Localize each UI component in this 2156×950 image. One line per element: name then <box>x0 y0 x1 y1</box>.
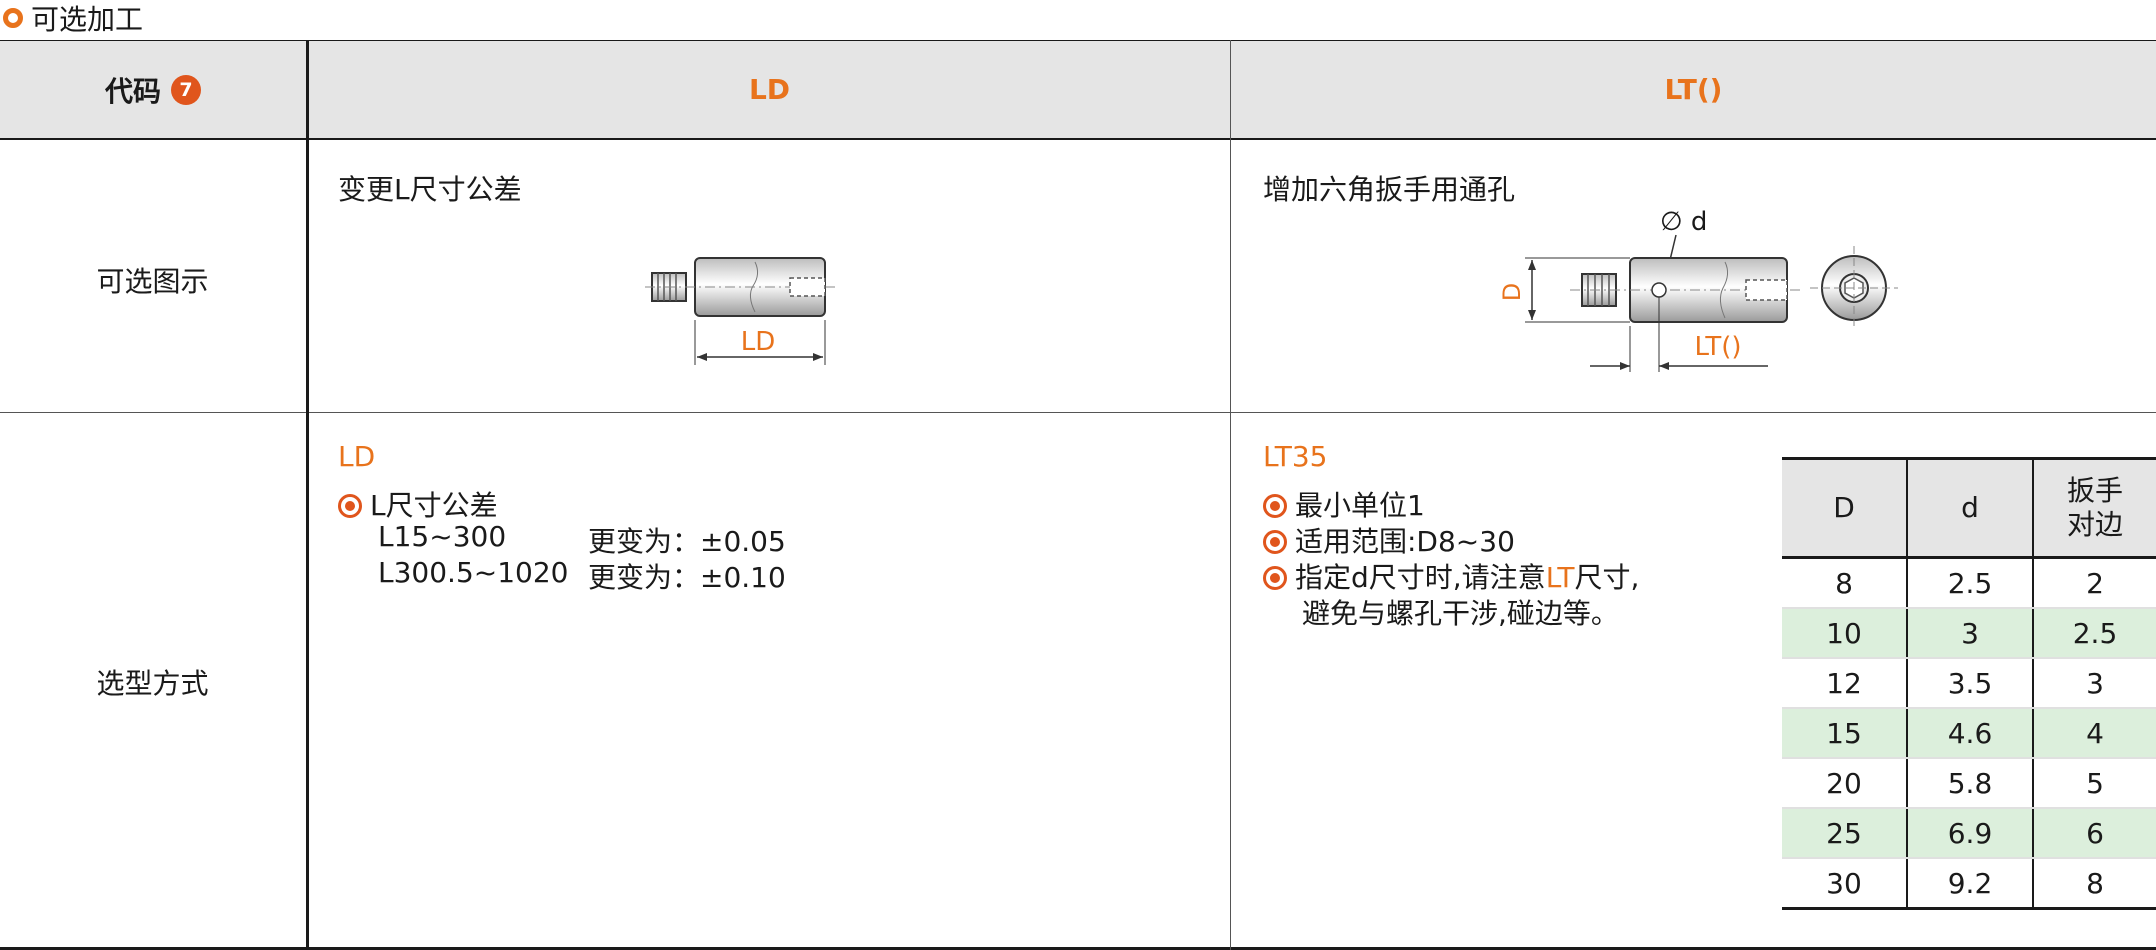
lt-bullet-1: 最小单位1 <box>1263 484 1425 524</box>
header-code-label: 代码 <box>104 74 161 108</box>
header-code-cell: 代码 7 <box>0 41 306 138</box>
lt-bullet-1-text: 最小单位1 <box>1295 489 1425 522</box>
spec-header-row: D d 扳手对边 <box>1782 457 2156 559</box>
radio-dot-icon <box>1263 566 1287 590</box>
table-bottom-border <box>0 947 2156 950</box>
spec-header-wrench-line2: 对边 <box>2066 508 2123 541</box>
table-cell: 3 <box>1906 608 2033 659</box>
spec-header-D: D <box>1782 457 1907 559</box>
header-lt-label: LT() <box>1664 73 1723 106</box>
spec-header-d: d <box>1906 457 2033 559</box>
lt-bullet-2-text: 适用范围:D8~30 <box>1295 525 1515 558</box>
table-cell: 2 <box>2032 557 2156 609</box>
ld-bullet-text: L尺寸公差 <box>370 489 498 522</box>
table-cell: 15 <box>1782 708 1907 759</box>
lt-bullet-3-post: 尺寸, <box>1574 561 1640 594</box>
lt-bullet-3-pre: 指定d尺寸时,请注意 <box>1295 561 1546 594</box>
table-cell: 6 <box>2032 808 2156 859</box>
radio-dot-icon <box>338 494 362 518</box>
table-cell: 5.8 <box>1906 758 2033 809</box>
col-divider-2 <box>1230 40 1231 950</box>
table-cell: 10 <box>1782 608 1907 659</box>
table-cell: 20 <box>1782 758 1907 809</box>
ld-figure-title: 变更L尺寸公差 <box>338 173 522 206</box>
ld-line-1-range: L15~300 <box>378 520 507 553</box>
table-cell: 4 <box>2032 708 2156 759</box>
table-cell: 8 <box>1782 557 1907 609</box>
code-badge: 7 <box>171 74 201 105</box>
spec-header-wrench-line1: 扳手 <box>2066 474 2123 507</box>
table-cell: 9.2 <box>1906 858 2033 910</box>
table-cell: 8 <box>2032 858 2156 910</box>
lt-bullet-3: 指定d尺寸时,请注意LT尺寸, <box>1263 556 1639 596</box>
lt-dim-small-d: ∅ d <box>1660 207 1707 237</box>
ld-code: LD <box>338 440 376 473</box>
radio-dot-icon <box>1263 494 1287 518</box>
spec-header-wrench: 扳手对边 <box>2032 457 2156 559</box>
lt-dim-label: LT() <box>1694 332 1741 362</box>
table-cell: 12 <box>1782 658 1907 709</box>
header-ld-cell: LD <box>309 41 1230 138</box>
table-cell: 4.6 <box>1906 708 2033 759</box>
row-label-method: 选型方式 <box>96 667 209 700</box>
section-title-text: 可选加工 <box>31 3 144 36</box>
ld-line-2-range: L300.5~1020 <box>378 556 569 589</box>
header-lt-cell: LT() <box>1231 41 2156 138</box>
ring-icon <box>3 8 23 28</box>
header-ld-label: LD <box>748 73 791 106</box>
row-label-figure: 可选图示 <box>96 265 209 298</box>
table-cell: 6.9 <box>1906 808 2033 859</box>
lt-part-drawing: ∅ d D LT() <box>1500 207 1898 372</box>
ld-bullet-item: L尺寸公差 <box>338 484 498 524</box>
table-cell: 3.5 <box>1906 658 2033 709</box>
ld-line-1-change: 更变为：±0.05 <box>588 525 786 558</box>
table-cell: 5 <box>2032 758 2156 809</box>
ld-part-drawing: LD <box>645 257 835 365</box>
col-divider-1 <box>306 40 309 950</box>
header-bottom-border <box>0 137 2156 140</box>
table-cell: 30 <box>1782 858 1907 910</box>
lt-dim-D: D <box>1500 283 1526 301</box>
ld-line-2-change: 更变为：±0.10 <box>588 561 786 594</box>
lt-code: LT35 <box>1263 440 1328 473</box>
section-title: 可选加工 <box>0 0 143 36</box>
lt-bullet-2: 适用范围:D8~30 <box>1263 520 1515 560</box>
lt-bullet-3-highlight: LT <box>1545 561 1575 594</box>
radio-dot-icon <box>1263 530 1287 554</box>
row-divider <box>0 412 2156 413</box>
ld-dim-label: LD <box>741 327 776 357</box>
table-cell: 25 <box>1782 808 1907 859</box>
lt-bullet-3-continuation: 避免与螺孔干涉,碰边等。 <box>1302 597 1619 630</box>
table-cell: 3 <box>2032 658 2156 709</box>
table-cell: 2.5 <box>1906 557 2033 609</box>
table-cell: 2.5 <box>2032 608 2156 659</box>
lt-figure-title: 增加六角扳手用通孔 <box>1263 173 1516 206</box>
